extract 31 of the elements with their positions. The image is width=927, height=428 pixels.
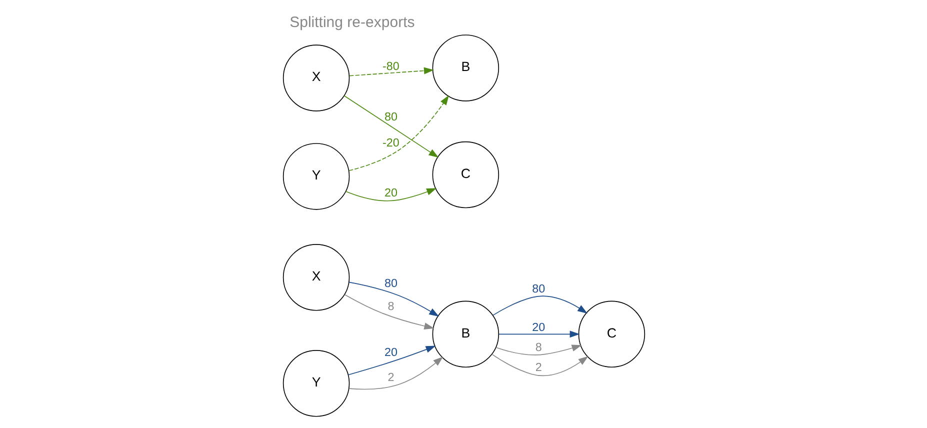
arrow	[495, 344, 582, 356]
node-circle: C	[432, 141, 499, 208]
edge-label: 80	[384, 110, 397, 124]
arrow	[344, 188, 436, 202]
diagram-title: Splitting re-exports	[289, 14, 414, 31]
edge-label: -80	[382, 60, 399, 73]
arrow	[343, 95, 438, 158]
edge-label: 80	[384, 276, 397, 290]
edge-label: 20	[384, 186, 397, 200]
node-circle: X	[282, 244, 350, 311]
node-circle: B	[432, 34, 499, 102]
edge-label: 80	[532, 282, 545, 296]
node-circle: Y	[282, 350, 350, 417]
edge-label: 8	[534, 341, 542, 354]
edge-label: 2	[387, 371, 394, 384]
edge-label: 8	[387, 300, 394, 314]
arrow	[347, 346, 436, 376]
arrow	[348, 282, 439, 317]
arrow	[491, 354, 588, 376]
arrow	[348, 67, 434, 76]
arrow	[344, 294, 434, 330]
arrow	[492, 296, 588, 316]
edge-label: -20	[382, 136, 399, 150]
arrow	[348, 95, 449, 172]
node-circle: X	[282, 44, 350, 112]
edge-label: 20	[532, 320, 545, 334]
edge-label: 2	[534, 361, 542, 374]
arrow	[348, 356, 443, 390]
edge-label: 20	[384, 346, 397, 360]
node-circle: Y	[282, 143, 350, 210]
arrow	[498, 330, 580, 338]
